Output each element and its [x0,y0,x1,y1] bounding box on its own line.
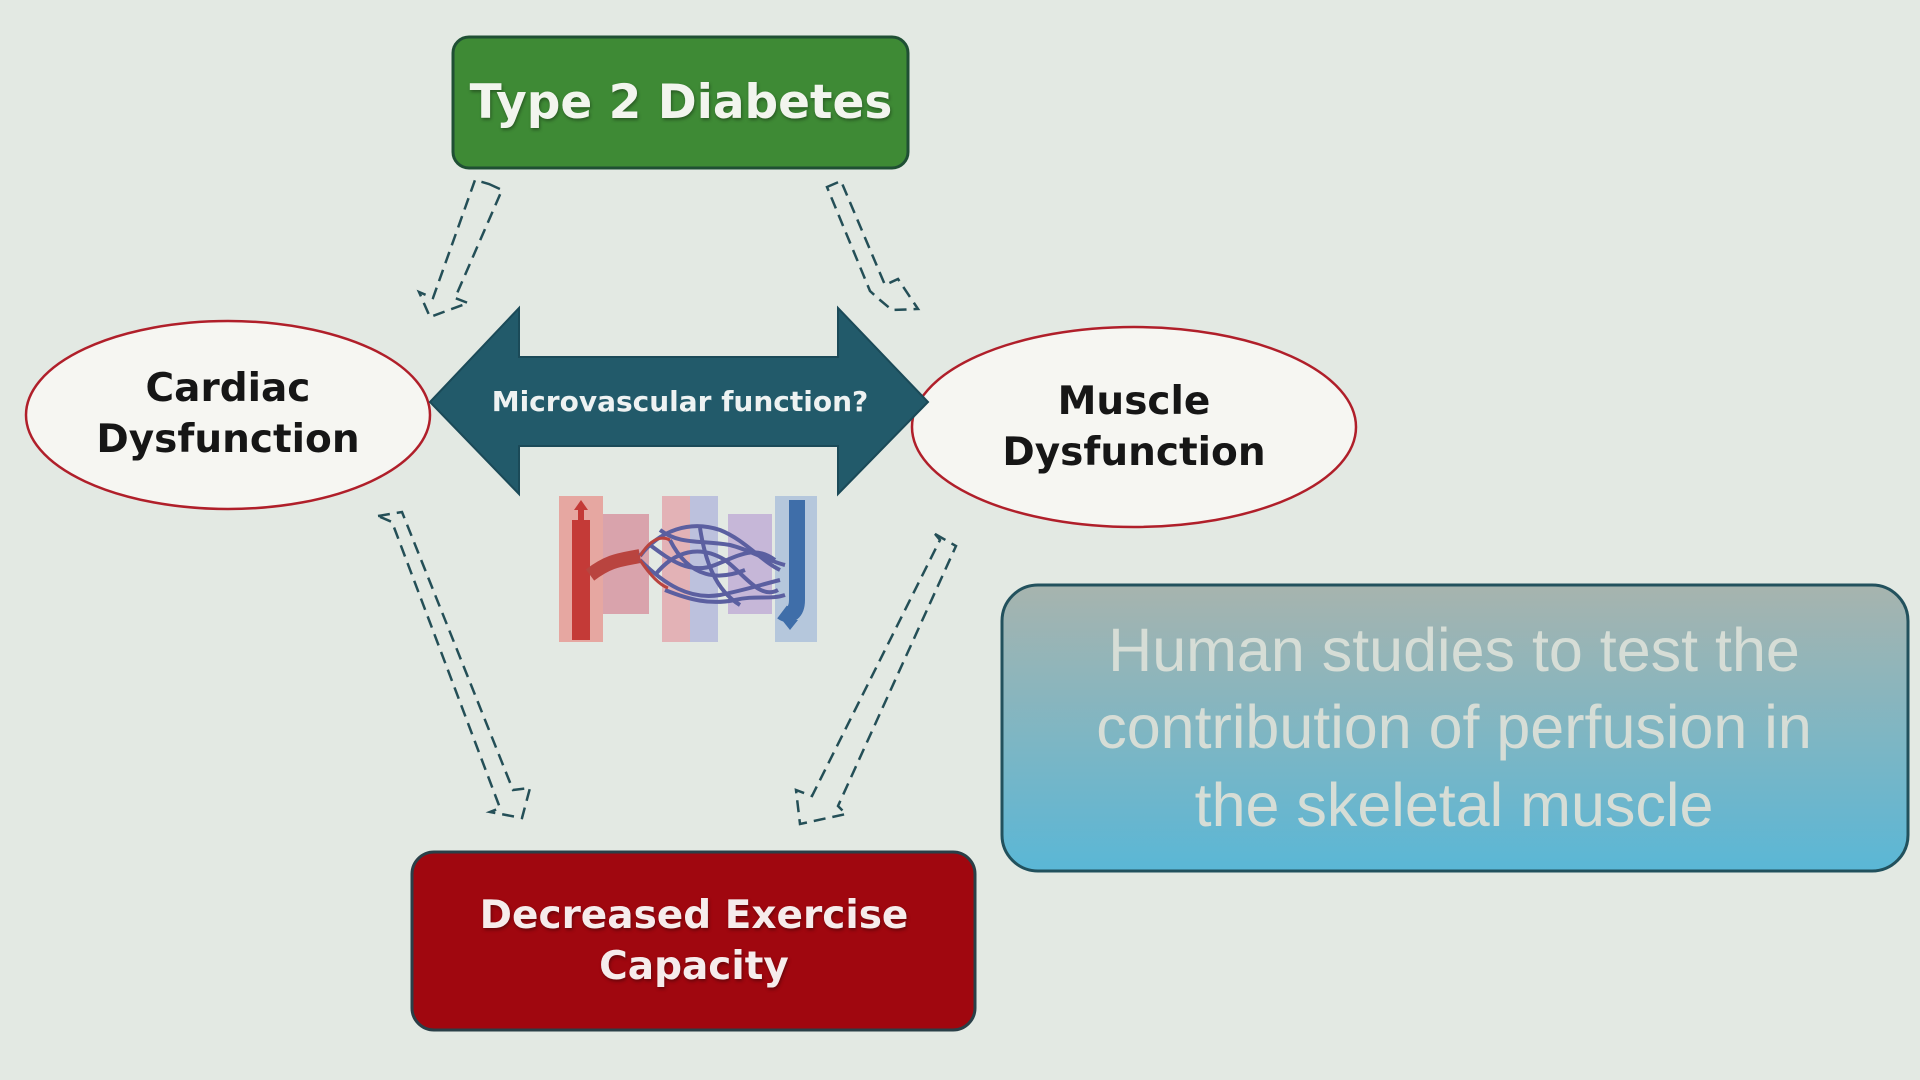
human-studies-callout-box [1000,583,1910,873]
type2-diabetes-box [451,35,910,170]
arrow-muscle-to-exercise [794,532,958,826]
muscle-label-line1: Muscle [1057,379,1211,425]
cardiac-label-line2: Dysfunction [96,417,360,462]
muscle-dysfunction-label: Muscle Dysfunction [912,330,1356,526]
type2-diabetes-label: Type 2 Diabetes [454,38,908,168]
arrow-cardiac-to-exercise [373,510,532,820]
cardiac-dysfunction-node [24,319,432,511]
arrow-diabetes-to-cardiac [416,178,504,319]
microvasculature-capillary-bed-icon [559,496,817,642]
decreased-exercise-line1: Decreased Exercise [479,893,909,939]
cardiac-label-line1: Cardiac [145,366,311,412]
type2-diabetes-text: Type 2 Diabetes [469,75,893,131]
microvascular-function-label: Microvascular function? [470,370,890,434]
muscle-dysfunction-node [910,325,1358,529]
human-studies-callout-text: Human studies to test the contribution o… [1004,588,1904,868]
microvascular-function-text: Microvascular function? [491,384,869,418]
decreased-exercise-line2: Capacity [599,944,789,989]
cardiac-dysfunction-label: Cardiac Dysfunction [26,322,430,508]
callout-line3: the skeletal muscle [1194,770,1714,839]
muscle-label-line2: Dysfunction [1002,430,1266,475]
arrow-diabetes-to-muscle [825,179,921,312]
decreased-exercise-label: Decreased Exercise Capacity [414,854,974,1030]
callout-line2: contribution of perfusion in [1096,693,1812,762]
microvascular-double-arrow [428,305,930,497]
callout-line1: Human studies to test the [1108,615,1800,684]
decreased-exercise-capacity-box [410,850,977,1032]
